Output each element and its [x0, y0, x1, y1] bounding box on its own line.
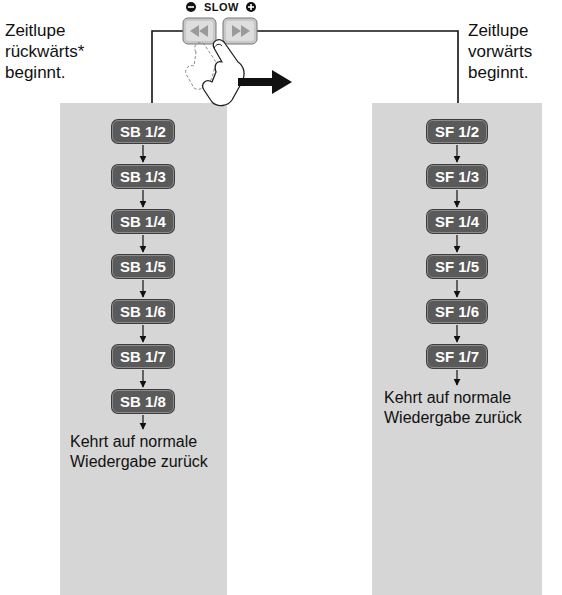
flow-arrow	[456, 145, 457, 162]
speed-text: SB 1/4	[120, 213, 166, 230]
leader-line	[152, 31, 183, 103]
panel-ground	[60, 103, 227, 595]
speed-box: SB 1/5	[112, 255, 174, 278]
flow-arrow	[142, 190, 143, 207]
note-text: Kehrt auf normale Wiedergabe zurück	[70, 432, 225, 472]
flow-arrow	[142, 415, 143, 429]
result-note: Kehrt auf normale Wiedergabe zurück	[70, 432, 225, 472]
flow-arrow	[142, 145, 143, 162]
speed-box: SF 1/3	[427, 165, 487, 188]
speed-box: SF 1/2	[427, 120, 487, 143]
result-note: Kehrt auf normale Wiedergabe zurück	[384, 388, 539, 428]
flow-arrow	[142, 325, 143, 342]
speed-text: SB 1/8	[120, 393, 166, 410]
speed-text: SB 1/7	[120, 348, 166, 365]
rewind-button	[183, 18, 216, 44]
speed-box: SB 1/2	[112, 120, 174, 143]
flow-arrow	[142, 280, 143, 297]
flow-arrow	[456, 190, 457, 207]
slide-arrow	[238, 70, 292, 94]
minus-symbol	[186, 2, 196, 12]
speed-text: SF 1/2	[435, 123, 479, 140]
fingernail	[214, 44, 222, 48]
forward-button	[223, 18, 257, 44]
flow-arrow	[456, 235, 457, 252]
mode-panel: Zeitlupe rückwärts* beginnt.SB 1/2SB 1/3…	[60, 103, 227, 595]
speed-text: SB 1/3	[120, 168, 166, 185]
flow-arrow	[456, 280, 457, 297]
speed-box: SB 1/7	[112, 345, 174, 368]
panel-heading: Zeitlupe rückwärts* beginnt.	[5, 20, 117, 83]
flow-arrow	[456, 370, 457, 385]
speed-text: SF 1/5	[435, 258, 479, 275]
speed-text: SF 1/6	[435, 303, 479, 320]
flow-arrow	[456, 325, 457, 342]
speed-text: SB 1/2	[120, 123, 166, 140]
speed-box: SB 1/4	[112, 210, 174, 233]
note-text: Kehrt auf normale Wiedergabe zurück	[384, 388, 539, 428]
panel-grounds	[60, 103, 542, 595]
speed-box: SB 1/8	[112, 390, 174, 413]
finger-illustration	[203, 40, 244, 106]
panel-ground	[372, 103, 542, 595]
mode-panel: Zeitlupe vorwärts beginnt.SF 1/2SF 1/3SF…	[372, 103, 542, 595]
speed-text: SB 1/5	[120, 258, 166, 275]
leader-line	[257, 31, 458, 103]
speed-text: SF 1/4	[435, 213, 479, 230]
speed-box: SB 1/3	[112, 165, 174, 188]
speed-text: SF 1/7	[435, 348, 479, 365]
panel-heading: Zeitlupe vorwärts beginnt.	[468, 20, 560, 83]
speed-text: SF 1/3	[435, 168, 479, 185]
speed-box: SF 1/7	[427, 345, 487, 368]
flow-arrow	[142, 235, 143, 252]
speed-box: SF 1/4	[427, 210, 487, 233]
speed-text: SB 1/6	[120, 303, 166, 320]
speed-box: SF 1/6	[427, 300, 487, 323]
flow-arrow	[142, 370, 143, 387]
speed-box: SB 1/6	[112, 300, 174, 323]
plus-symbol	[246, 2, 256, 12]
button-label: SLOW	[204, 1, 239, 13]
speed-box: SF 1/5	[427, 255, 487, 278]
